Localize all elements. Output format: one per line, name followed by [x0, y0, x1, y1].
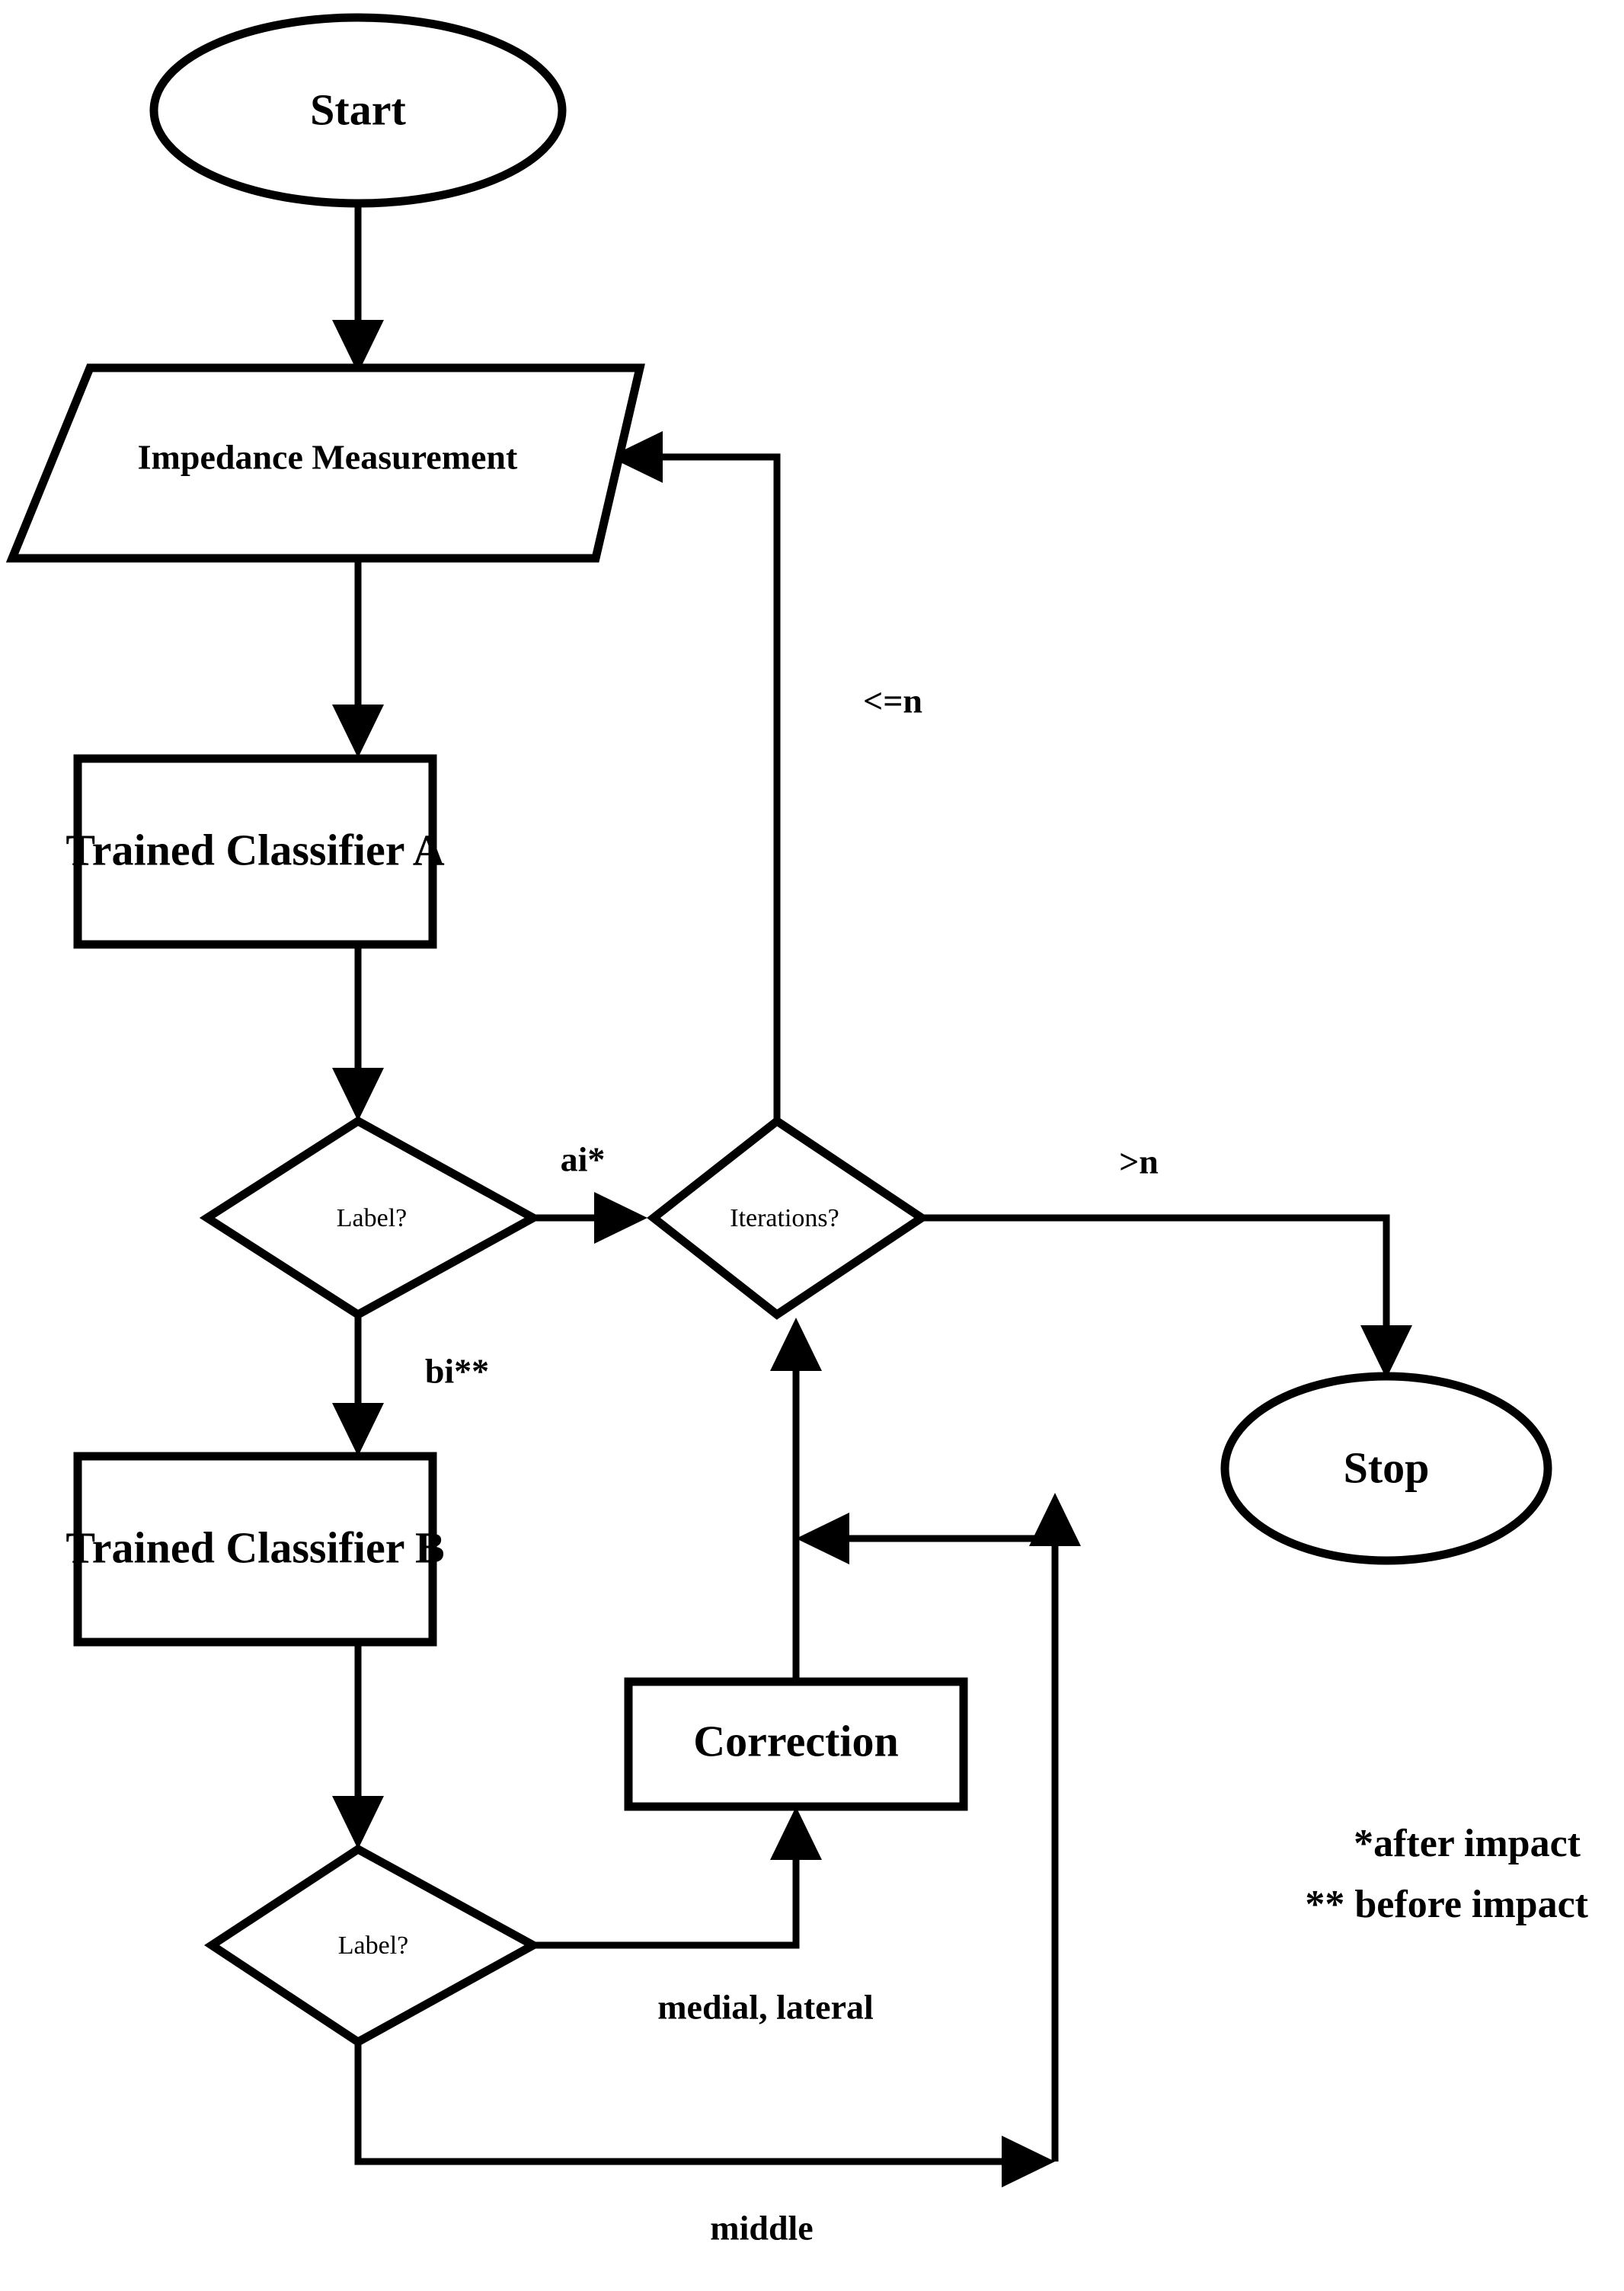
- node-label-a-decision[interactable]: Label?: [199, 1116, 542, 1320]
- edge-classifier-a-to-label-a: [332, 944, 384, 1121]
- node-iterations-decision-label: Iterations?: [730, 1204, 839, 1232]
- node-trained-classifier-a-label: Trained Classifier A: [66, 825, 444, 874]
- node-impedance-measurement[interactable]: Impedance Measurement: [5, 363, 645, 563]
- edge-label-middle: middle: [710, 2209, 813, 2248]
- edge-label-b-middle-to-iterations: [354, 1493, 1081, 2187]
- node-start-label: Start: [310, 85, 406, 134]
- edge-label-bi: bi**: [425, 1352, 489, 1391]
- edge-label-ai: ai*: [561, 1140, 606, 1179]
- edge-iterations-to-impedance: [609, 431, 781, 1120]
- edge-label-gt-n: >n: [1119, 1142, 1159, 1181]
- node-correction[interactable]: Correction: [624, 1677, 968, 1811]
- node-trained-classifier-b-label: Trained Classifier B: [66, 1523, 444, 1572]
- node-start[interactable]: Start: [149, 13, 567, 208]
- node-label-b-decision[interactable]: Label?: [204, 1844, 542, 2047]
- edge-iterations-to-stop: [922, 1214, 1412, 1379]
- node-correction-label: Correction: [693, 1716, 899, 1765]
- edge-label-b-to-correction: [533, 1807, 822, 1949]
- node-stop-label: Stop: [1344, 1443, 1430, 1492]
- node-stop[interactable]: Stop: [1220, 1372, 1552, 1565]
- node-trained-classifier-a[interactable]: Trained Classifier A: [66, 754, 445, 949]
- edge-impedance-to-classifier-a: [332, 561, 384, 758]
- node-label-b-decision-label: Label?: [338, 1932, 409, 1960]
- node-label-a-decision-label: Label?: [337, 1204, 408, 1232]
- edge-start-to-impedance: [332, 204, 384, 373]
- node-iterations-decision[interactable]: Iterations?: [647, 1116, 929, 1320]
- edge-label-medial-lateral: medial, lateral: [657, 1988, 874, 2027]
- edge-label-a-to-classifier-b: [332, 1315, 384, 1456]
- edge-label-a-to-iterations: [533, 1192, 647, 1244]
- node-impedance-measurement-label: Impedance Measurement: [138, 438, 518, 477]
- edge-label-loop-back: <=n: [863, 682, 922, 721]
- node-trained-classifier-b[interactable]: Trained Classifier B: [66, 1452, 445, 1647]
- edge-correction-to-iterations: [770, 1318, 822, 1682]
- edge-classifier-b-to-label-b: [332, 1641, 384, 1849]
- footnote-before-impact: ** before impact: [1305, 1883, 1588, 1926]
- footnote-after-impact: *after impact: [1354, 1822, 1581, 1865]
